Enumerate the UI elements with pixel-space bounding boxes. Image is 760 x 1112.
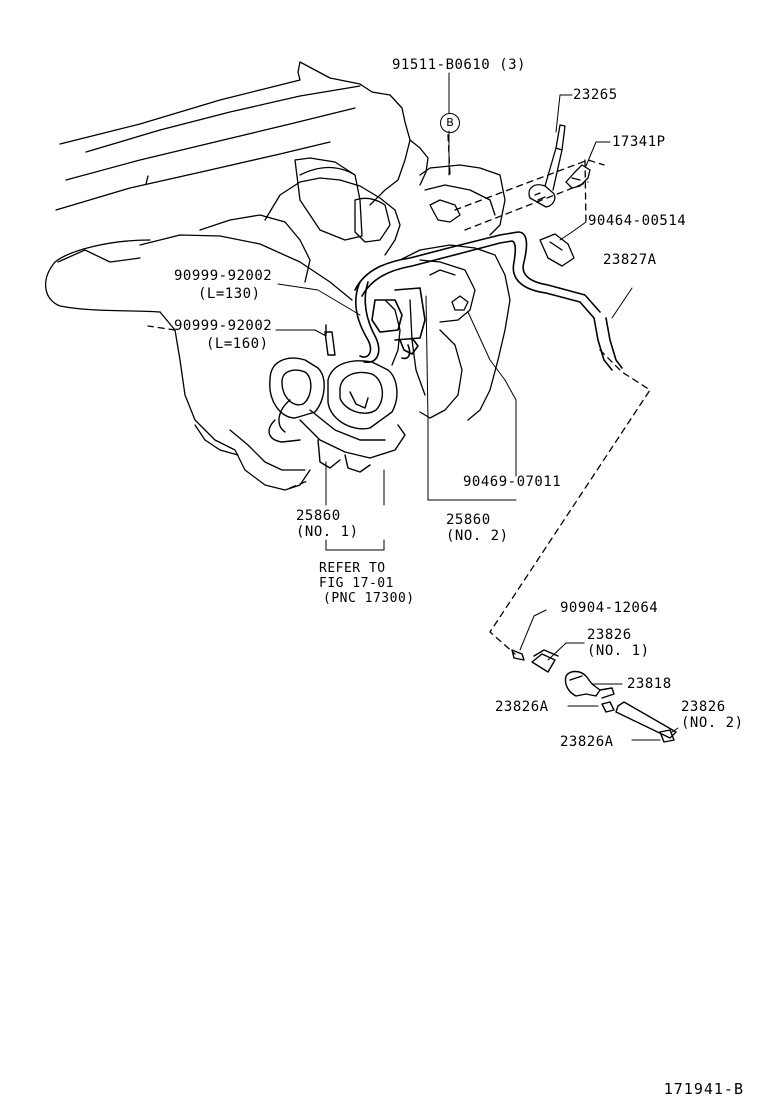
label-23826-no1: 23826 (587, 627, 632, 643)
reference-dashes (147, 134, 651, 655)
label-90469: 90469-07011 (463, 474, 562, 490)
label-23826-no2-sub: (NO. 2) (681, 715, 744, 731)
label-23818: 23818 (627, 676, 672, 692)
label-hose-130-length: (L=130) (198, 286, 261, 302)
label-17341p: 17341P (612, 134, 666, 150)
vsv-assembly (528, 124, 591, 208)
label-23826a-lower: 23826A (560, 734, 614, 750)
label-25860-no1: 25860 (296, 508, 341, 524)
vacuum-hoses (354, 231, 623, 371)
modulator-assembly (268, 324, 406, 473)
reference-marker-b: B (440, 113, 460, 133)
filter-parts (511, 649, 677, 743)
leader-lines (275, 72, 679, 741)
refer-line-1: REFER TO (319, 561, 386, 576)
label-23826-no1-sub: (NO. 1) (587, 643, 650, 659)
label-hose-160-part: 90999-92002 (174, 318, 273, 334)
label-91511: 91511-B0610 (3) (392, 57, 526, 73)
figure-code: 171941-B (663, 1080, 744, 1098)
connector-90469 (451, 295, 469, 311)
label-23265: 23265 (573, 87, 618, 103)
label-23827a: 23827A (603, 252, 657, 268)
label-90904: 90904-12064 (560, 600, 659, 616)
clamp-90464 (539, 233, 575, 267)
engine-outline (45, 61, 511, 491)
label-23826-no2: 23826 (681, 699, 726, 715)
label-hose-130-part: 90999-92002 (174, 268, 273, 284)
refer-line-2: FIG 17-01 (319, 576, 394, 591)
label-90464: 90464-00514 (588, 213, 687, 229)
label-25860-no2-sub: (NO. 2) (446, 528, 509, 544)
label-25860-no1-sub: (NO. 1) (296, 524, 359, 540)
label-25860-no2: 25860 (446, 512, 491, 528)
label-23826a-upper: 23826A (495, 699, 549, 715)
label-hose-160-length: (L=160) (206, 336, 269, 352)
refer-line-3: (PNC 17300) (323, 591, 415, 606)
